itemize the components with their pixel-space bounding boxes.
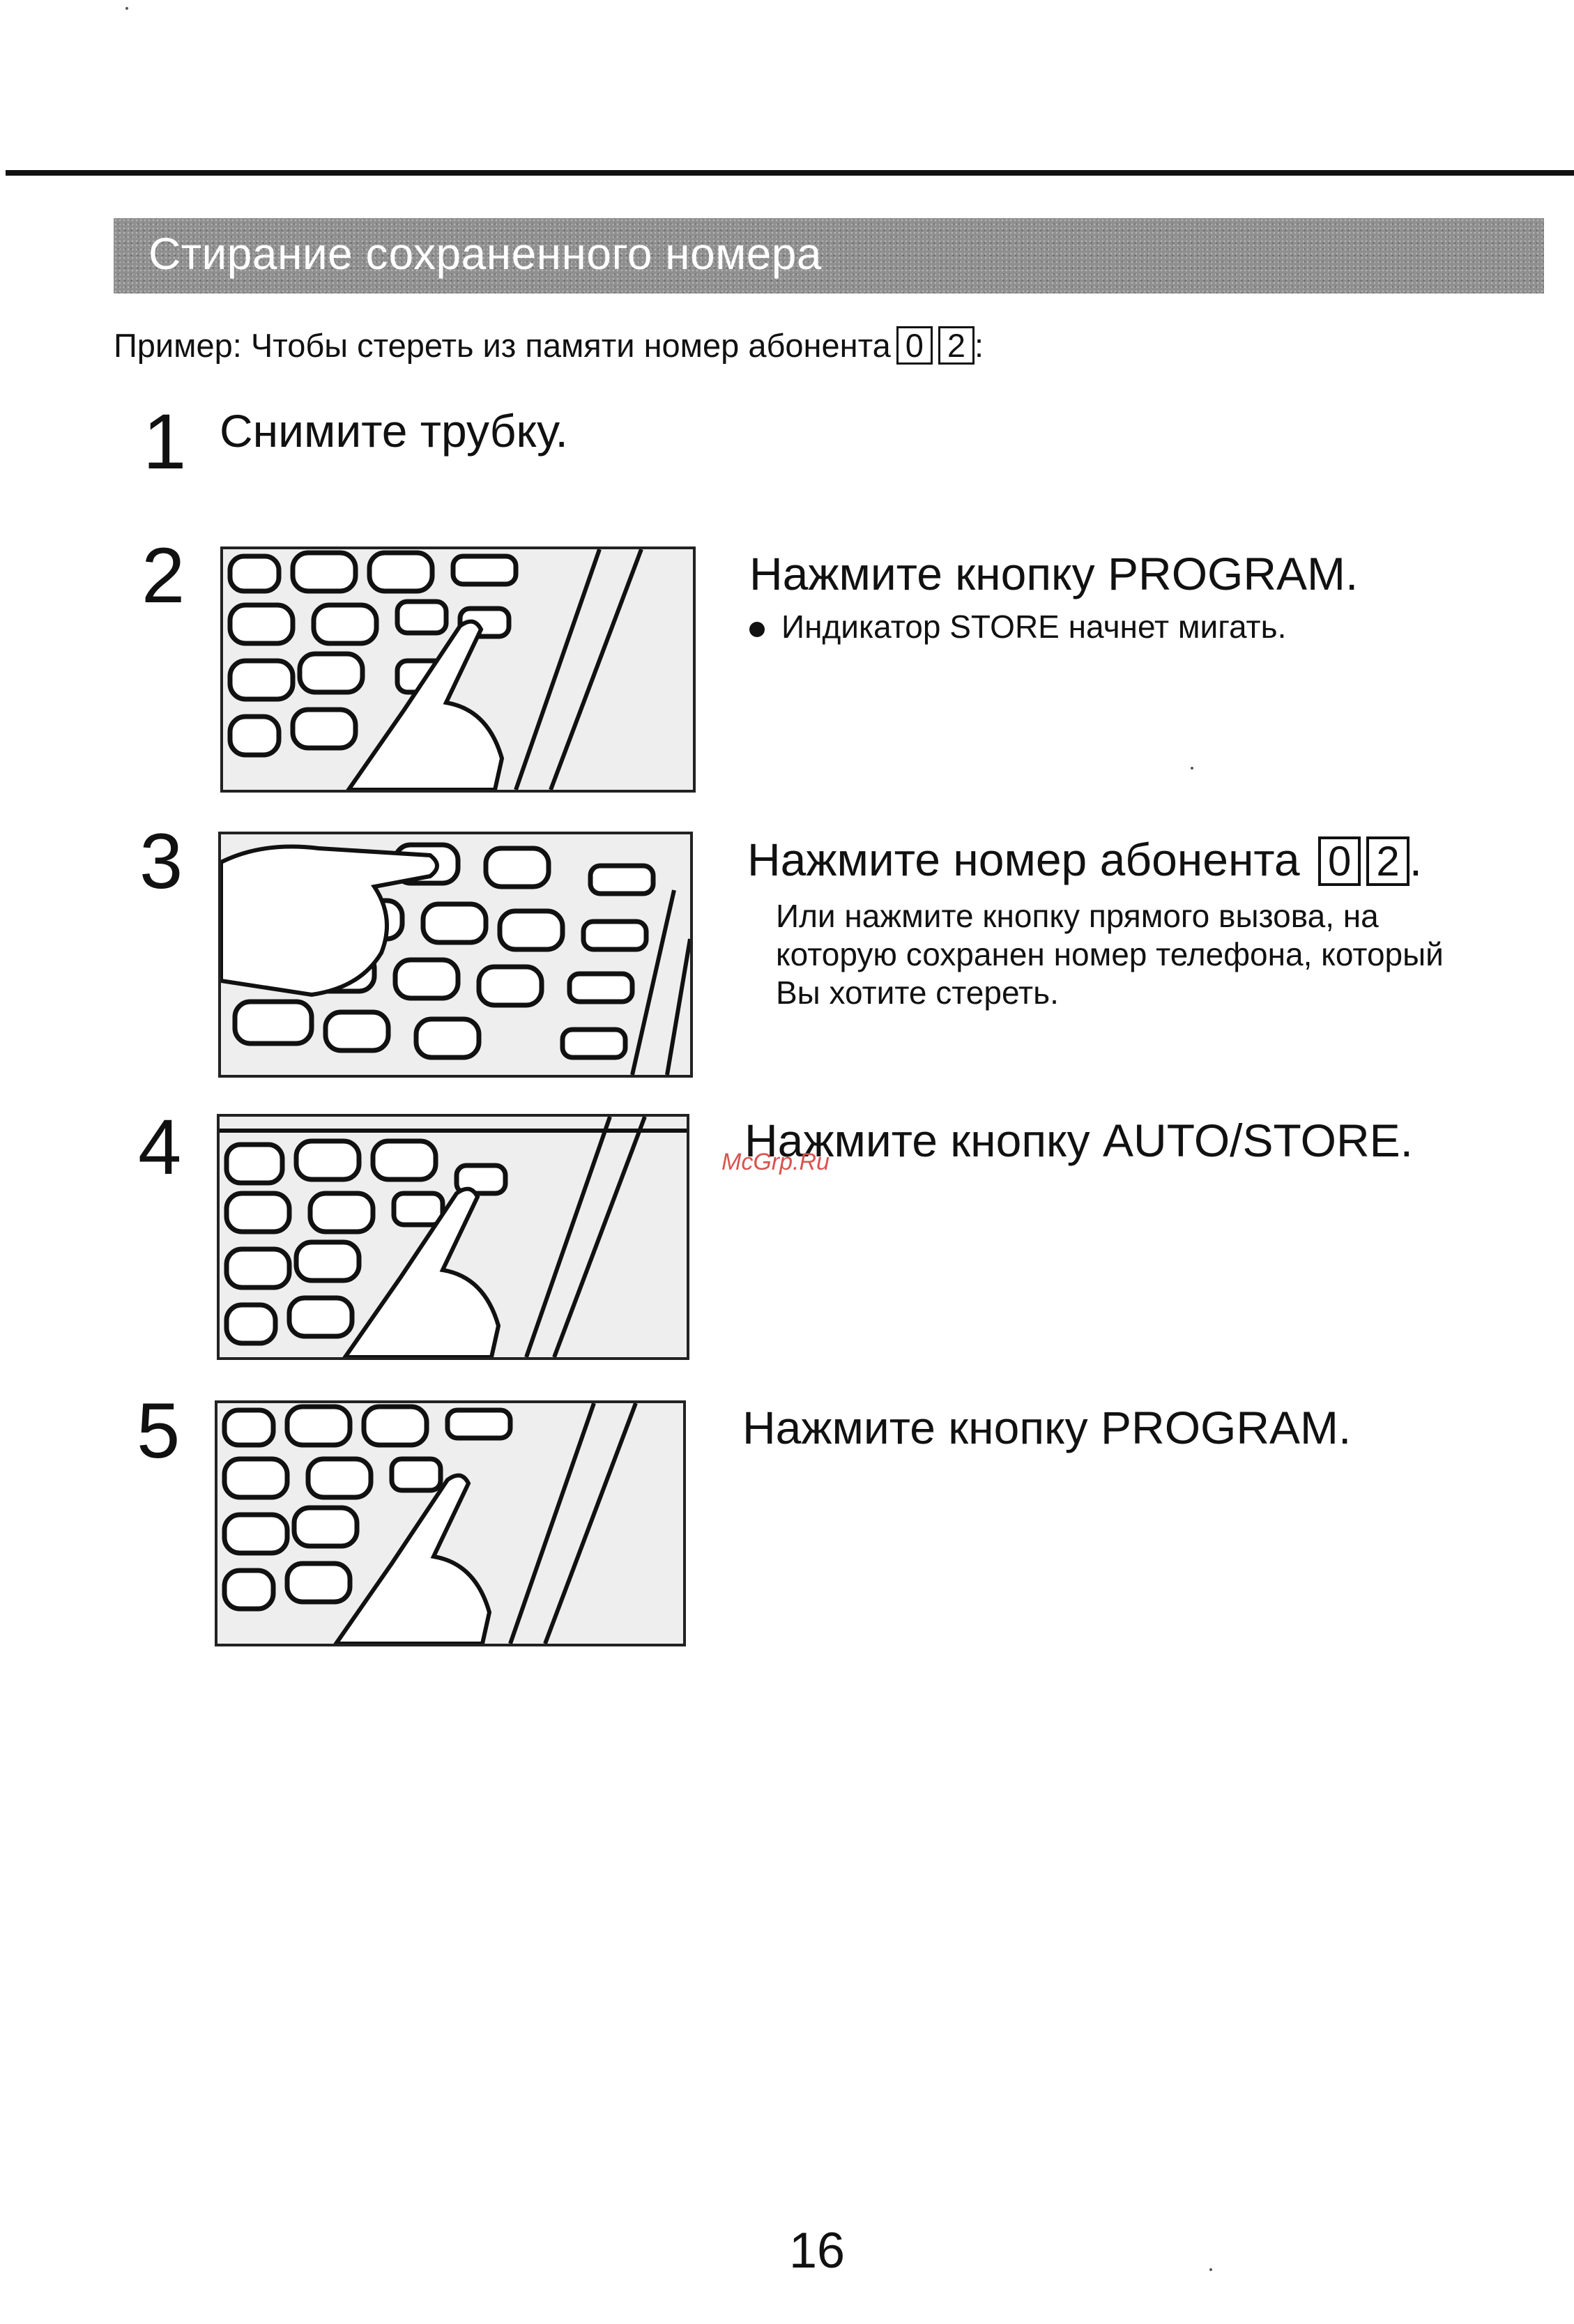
step-2-bullet-text: Индикатор STORE начнет мигать.: [781, 609, 1287, 645]
example-text: Пример: Чтобы стереть из памяти номер аб…: [114, 327, 891, 364]
example-suffix: :: [975, 327, 984, 364]
step-5-number: 5: [137, 1387, 181, 1474]
step-3-text-label: Нажмите номер абонента: [747, 834, 1300, 885]
step-3-number: 3: [139, 818, 183, 905]
watermark: McGrp.Ru: [721, 1149, 830, 1175]
example-key-2: 2: [938, 326, 975, 365]
step-3-key-0: 0: [1317, 836, 1361, 886]
step-3-suffix: .: [1409, 834, 1423, 885]
step-3-note: Или нажмите кнопку прямого вызова, на ко…: [776, 897, 1444, 1012]
step-2-illustration: [220, 546, 696, 793]
step-3-note-line: Вы хотите стереть.: [776, 974, 1059, 1011]
step-5-text: Нажмите кнопку PROGRAM.: [742, 1402, 1352, 1453]
page-number: 16: [789, 2223, 846, 2279]
step-3-note-line: Или нажмите кнопку прямого вызова, на: [776, 898, 1379, 934]
example-key-0: 0: [896, 326, 933, 365]
keypad-press-icon: [223, 549, 693, 790]
scan-speck: [125, 7, 128, 10]
step-4-text: Нажмите кнопку AUTO/STORE.: [744, 1115, 1413, 1166]
step-1-text: Снимите трубку.: [220, 405, 568, 457]
section-header-band: Стирание сохраненного номера: [114, 218, 1544, 293]
step-2-text: Нажмите кнопку PROGRAM.: [749, 548, 1359, 599]
top-rule: [6, 170, 1574, 176]
keypad-press-icon: [221, 834, 690, 1075]
keypad-press-icon: [220, 1117, 687, 1357]
step-2-bullet: Индикатор STORE начнет мигать.: [749, 608, 1286, 645]
step-1-number: 1: [143, 398, 187, 485]
section-title: Стирание сохраненного номера: [148, 229, 822, 279]
step-3-note-line: которую сохранен номер телефона, который: [776, 936, 1444, 972]
step-3-key-2: 2: [1366, 836, 1409, 886]
keypad-press-icon: [217, 1403, 683, 1644]
step-4-number: 4: [138, 1103, 182, 1191]
step-4-illustration: [217, 1114, 689, 1360]
example-line: Пример: Чтобы стереть из памяти номер аб…: [114, 326, 984, 365]
scan-speck: [1191, 767, 1193, 770]
scan-speck: [1209, 2268, 1212, 2271]
bullet-icon: [749, 621, 765, 637]
step-5-illustration: [215, 1400, 686, 1646]
step-2-number: 2: [142, 532, 185, 619]
step-3-illustration: [218, 832, 693, 1078]
